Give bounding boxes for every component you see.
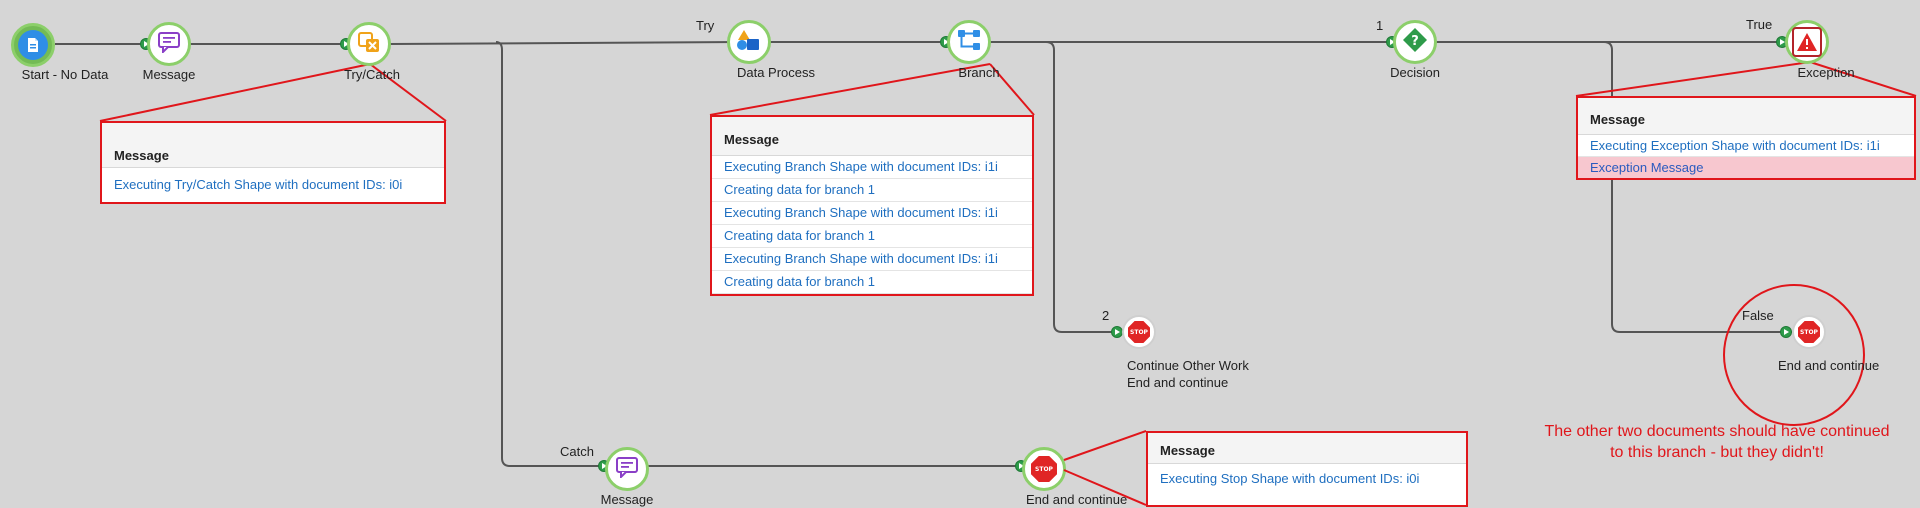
message-catch-label: Message [600,492,654,507]
data-process-icon [736,28,762,57]
message-catch-shape[interactable] [605,447,649,491]
stop-catch-label: End and continue [1026,492,1128,507]
svg-text:?: ? [1411,34,1419,49]
message-box-header: Message [1148,433,1466,464]
message-row[interactable]: Creating data for branch 1 [712,179,1032,202]
stop-continue-label-line2: End and continue [1127,375,1229,390]
exception-message-box: Message Executing Exception Shape with d… [1576,96,1916,180]
highlight-circle [1723,284,1865,426]
true-path-label: True [1746,17,1773,32]
stop-false-label: End and continue [1778,358,1880,373]
dataprocess-label: Data Process [736,65,816,80]
decision-label: Decision [1390,65,1440,80]
stop-continue-shape[interactable]: STOP [1122,315,1156,349]
annotation-line2: to this branch - but they didn't! [1610,444,1824,461]
annotation-line1: The other two documents should have cont… [1544,423,1890,440]
exception-label: Exception [1797,65,1855,80]
annotation-text: The other two documents should have cont… [1514,421,1920,463]
decision-path-label: 1 [1376,18,1384,33]
message-row[interactable]: Creating data for branch 1 [712,271,1032,294]
stop-icon: STOP [1798,321,1820,343]
catch-path-label: Catch [560,444,594,459]
stop-icon: STOP [1128,321,1150,343]
stop-catch-message-box: Message Executing Stop Shape with docume… [1146,431,1468,507]
trycatch-label: Try/Catch [344,67,400,82]
message-box-header: Message [712,117,1032,156]
message-icon [615,456,639,483]
message-row[interactable]: Executing Branch Shape with document IDs… [712,202,1032,225]
message-row[interactable]: Executing Stop Shape with document IDs: … [1160,471,1420,486]
trycatch-shape[interactable] [347,22,391,66]
message-row[interactable]: Executing Exception Shape with document … [1578,135,1914,157]
message-box-header: Message [102,123,444,168]
branch-label: Branch [958,65,1000,80]
message-shape[interactable] [147,22,191,66]
message-row[interactable]: Executing Branch Shape with document IDs… [712,248,1032,271]
decision-shape[interactable]: ? [1393,20,1437,64]
warning-icon [1792,27,1822,57]
document-icon [18,30,48,60]
stop-catch-shape[interactable]: STOP [1022,447,1066,491]
branch-message-box: Message Executing Branch Shape with docu… [710,115,1034,296]
connector-stop-false[interactable] [1780,326,1792,338]
decision-icon: ? [1402,27,1428,58]
message-row[interactable]: Executing Try/Catch Shape with document … [114,177,403,192]
stop-icon: STOP [1031,456,1057,482]
branch-icon [956,28,982,57]
start-shape[interactable] [11,23,55,67]
path-2-label: 2 [1102,308,1110,323]
data-process-shape[interactable] [727,20,771,64]
false-path-label: False [1742,308,1774,323]
start-label: Start - No Data [21,67,109,82]
branch-shape[interactable] [947,20,991,64]
try-catch-icon [357,30,381,59]
try-path-label: Try [696,18,715,33]
stop-false-shape[interactable]: STOP [1792,315,1826,349]
trycatch-message-box: Message Executing Try/Catch Shape with d… [100,121,446,204]
stop-continue-label: Continue Other Work End and continue [1127,357,1249,391]
message1-label: Message [142,67,196,82]
message-row[interactable]: Creating data for branch 1 [712,225,1032,248]
message-row[interactable]: Executing Branch Shape with document IDs… [712,156,1032,179]
exception-shape[interactable] [1785,20,1829,64]
stop-continue-label-line1: Continue Other Work [1127,358,1249,373]
message-box-header: Message [1578,98,1914,135]
exception-message-row[interactable]: Exception Message [1578,157,1914,178]
message-icon [157,31,181,58]
